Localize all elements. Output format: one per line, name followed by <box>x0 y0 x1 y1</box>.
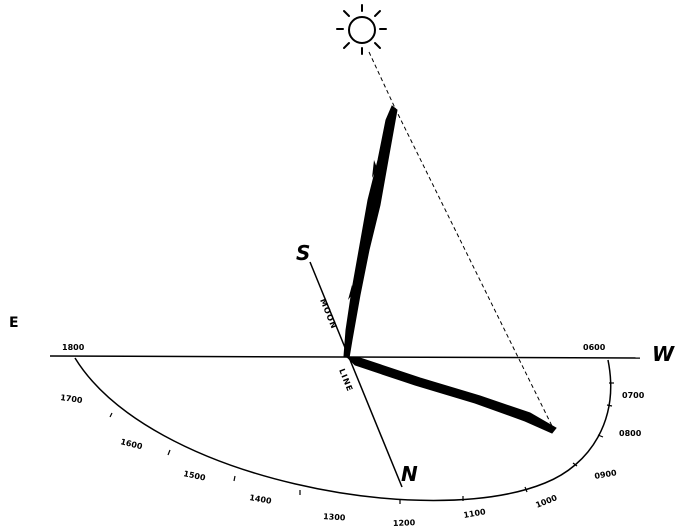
hour-label: 1600 <box>120 437 144 451</box>
hour-label: 0700 <box>622 391 645 400</box>
gnomon-shadow <box>346 357 557 434</box>
gnomon-stick <box>343 105 398 359</box>
horizon-line <box>49 355 641 359</box>
sun-icon <box>336 4 387 55</box>
hour-label: 1400 <box>249 493 273 506</box>
hour-arc <box>74 357 612 502</box>
hour-label: 1700 <box>60 393 84 405</box>
hour-label: 1300 <box>323 512 346 523</box>
moon-line-lower-label: LINE <box>337 367 354 393</box>
moon-line <box>309 261 403 488</box>
hour-label: 0600 <box>583 343 606 352</box>
hour-label: 0800 <box>619 429 642 438</box>
hour-label: 1500 <box>183 469 207 483</box>
north-label: N <box>401 462 418 486</box>
sun-ray-dashed <box>368 51 554 429</box>
hour-tick-marks <box>109 382 614 504</box>
west-label: W <box>652 342 675 366</box>
hour-label: 1000 <box>534 493 558 510</box>
hour-labels: 1800 1700 1600 1500 1400 1300 1200 1100 … <box>60 343 645 528</box>
east-label: E <box>9 315 19 331</box>
hour-label: 1100 <box>463 507 487 520</box>
moon-line-upper-label: MOON <box>318 297 338 330</box>
hour-label: 1800 <box>62 343 85 352</box>
hour-label: 1200 <box>393 518 416 528</box>
hour-label: 0900 <box>594 468 618 481</box>
south-label: S <box>296 241 310 265</box>
